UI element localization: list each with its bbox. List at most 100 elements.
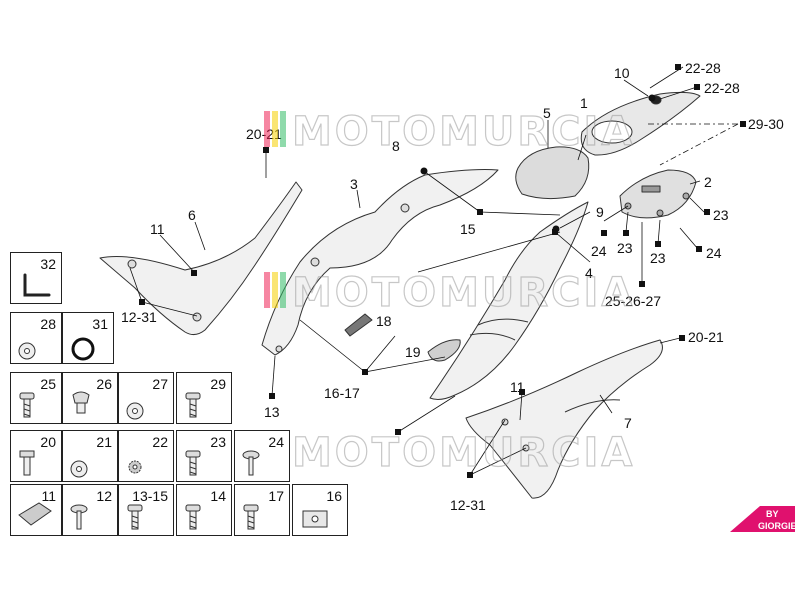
callout-6: 6 bbox=[188, 207, 196, 223]
callout-13: 13 bbox=[264, 404, 280, 420]
callout-5: 5 bbox=[543, 105, 551, 121]
callout-24-b: 24 bbox=[706, 245, 722, 261]
callout-15: 15 bbox=[460, 221, 476, 237]
rivet-icon bbox=[70, 504, 88, 530]
legend-box-24: 24 bbox=[234, 430, 290, 482]
callout-9: 9 bbox=[596, 204, 604, 220]
callout-1: 1 bbox=[580, 95, 588, 111]
callout-22-28-b: 22-28 bbox=[704, 80, 740, 96]
allen-key-icon bbox=[23, 273, 51, 297]
rubber-plug-icon bbox=[72, 391, 90, 414]
legend-box-16: 16 bbox=[292, 484, 348, 536]
legend-number: 23 bbox=[210, 434, 226, 450]
legend-number: 13-15 bbox=[132, 488, 168, 504]
part-19-bracket bbox=[427, 339, 461, 362]
part-4-tail-fairing bbox=[429, 201, 589, 400]
callout-4: 4 bbox=[585, 265, 593, 281]
washer-icon bbox=[18, 342, 36, 360]
legend-box-12: 12 bbox=[62, 484, 118, 536]
legend-box-17: 17 bbox=[234, 484, 290, 536]
o-ring-icon bbox=[71, 337, 95, 361]
callout-7: 7 bbox=[624, 415, 632, 431]
part-3-side-frame-cover bbox=[261, 169, 499, 356]
callout-2: 2 bbox=[704, 174, 712, 190]
callout-25-26-27: 25-26-27 bbox=[605, 293, 661, 309]
legend-box-27: 27 bbox=[118, 372, 174, 424]
svg-text:MOTOMURCIA: MOTOMURCIA bbox=[292, 109, 635, 155]
rivet-icon bbox=[242, 450, 260, 476]
legend-number: 17 bbox=[268, 488, 284, 504]
legend-box-26: 26 bbox=[62, 372, 118, 424]
legend-box-31: 31 bbox=[62, 312, 114, 364]
callout-3: 3 bbox=[350, 176, 358, 192]
lock-washer-icon bbox=[128, 460, 142, 474]
legend-box-32: 32 bbox=[10, 252, 62, 304]
callout-23-a: 23 bbox=[713, 207, 729, 223]
svg-text:BY: BY bbox=[766, 509, 779, 519]
legend-number: 27 bbox=[152, 376, 168, 392]
watermark-bottom: MOTOMURCIA bbox=[264, 429, 635, 477]
callout-24-a: 24 bbox=[591, 243, 607, 259]
legend-number: 25 bbox=[40, 376, 56, 392]
legend-box-22: 22 bbox=[118, 430, 174, 482]
callout-16-17: 16-17 bbox=[324, 385, 360, 401]
callout-12-31-right: 12-31 bbox=[450, 497, 486, 513]
washer-icon bbox=[126, 402, 144, 420]
legend-box-14: 14 bbox=[176, 484, 232, 536]
legend-number: 28 bbox=[40, 316, 56, 332]
legend-number: 11 bbox=[41, 488, 56, 504]
svg-text:MOTOMURCIA: MOTOMURCIA bbox=[292, 430, 635, 476]
legend-number: 21 bbox=[96, 434, 112, 450]
callout-23-b: 23 bbox=[617, 240, 633, 256]
screw-icon bbox=[185, 450, 201, 476]
screw-icon bbox=[19, 392, 35, 418]
svg-text:GIORGIE: GIORGIE bbox=[758, 521, 797, 531]
legend-box-11: 11 bbox=[10, 484, 62, 536]
part-5-seat-cowl bbox=[515, 146, 590, 200]
foam-pad-icon bbox=[18, 502, 52, 526]
legend-box-28: 28 bbox=[10, 312, 62, 364]
legend-box-13-15: 13-15 bbox=[118, 484, 174, 536]
legend-number: 29 bbox=[210, 376, 226, 392]
callout-11-right: 11 bbox=[510, 379, 525, 395]
watermark-middle: MOTOMURCIA bbox=[264, 269, 635, 317]
legend-box-21: 21 bbox=[62, 430, 118, 482]
callout-12-31-left: 12-31 bbox=[121, 309, 157, 325]
callout-11-left: 11 bbox=[150, 221, 165, 237]
callout-20-21-right: 20-21 bbox=[688, 329, 724, 345]
part-7-right-side-panel bbox=[465, 339, 663, 499]
screw-icon bbox=[185, 392, 201, 418]
watermark-top: MOTOMURCIA bbox=[264, 108, 635, 156]
legend-box-25: 25 bbox=[10, 372, 62, 424]
brand-badge: BY GIORGIE bbox=[730, 506, 797, 532]
callout-18: 18 bbox=[376, 313, 392, 329]
washer-icon bbox=[70, 460, 88, 478]
legend-number: 22 bbox=[152, 434, 168, 450]
legend-number: 24 bbox=[268, 434, 284, 450]
legend-box-29: 29 bbox=[176, 372, 232, 424]
legend-box-23: 23 bbox=[176, 430, 232, 482]
part-18-grommet bbox=[344, 313, 373, 337]
screw-icon bbox=[185, 504, 201, 530]
screw-icon bbox=[127, 504, 143, 530]
legend-box-20: 20 bbox=[10, 430, 62, 482]
callout-29-30: 29-30 bbox=[748, 116, 784, 132]
bolt-icon bbox=[19, 450, 35, 476]
part-6-left-side-panel bbox=[99, 181, 303, 336]
legend-number: 32 bbox=[40, 256, 56, 272]
svg-text:MOTOMURCIA: MOTOMURCIA bbox=[292, 270, 635, 316]
screw-icon bbox=[243, 504, 259, 530]
legend-number: 31 bbox=[92, 316, 108, 332]
legend-number: 14 bbox=[210, 488, 226, 504]
callout-10: 10 bbox=[614, 65, 630, 81]
legend-number: 16 bbox=[326, 488, 342, 504]
legend-number: 26 bbox=[96, 376, 112, 392]
legend-number: 20 bbox=[40, 434, 56, 450]
clip-nut-icon bbox=[302, 510, 328, 528]
legend-number: 12 bbox=[96, 488, 112, 504]
callout-22-28-a: 22-28 bbox=[685, 60, 721, 76]
callout-8: 8 bbox=[392, 138, 400, 154]
callout-19: 19 bbox=[405, 344, 421, 360]
callout-23-c: 23 bbox=[650, 250, 666, 266]
